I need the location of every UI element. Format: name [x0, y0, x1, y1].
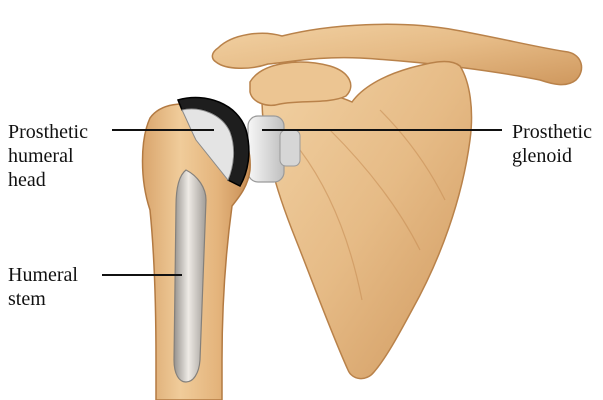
- acromion: [250, 62, 351, 105]
- label-prosthetic-humeral-head: Prosthetic humeral head: [8, 120, 88, 192]
- label-prosthetic-glenoid: Prosthetic glenoid: [512, 120, 592, 168]
- label-humeral-stem: Humeral stem: [8, 263, 78, 311]
- scapula: [262, 62, 472, 379]
